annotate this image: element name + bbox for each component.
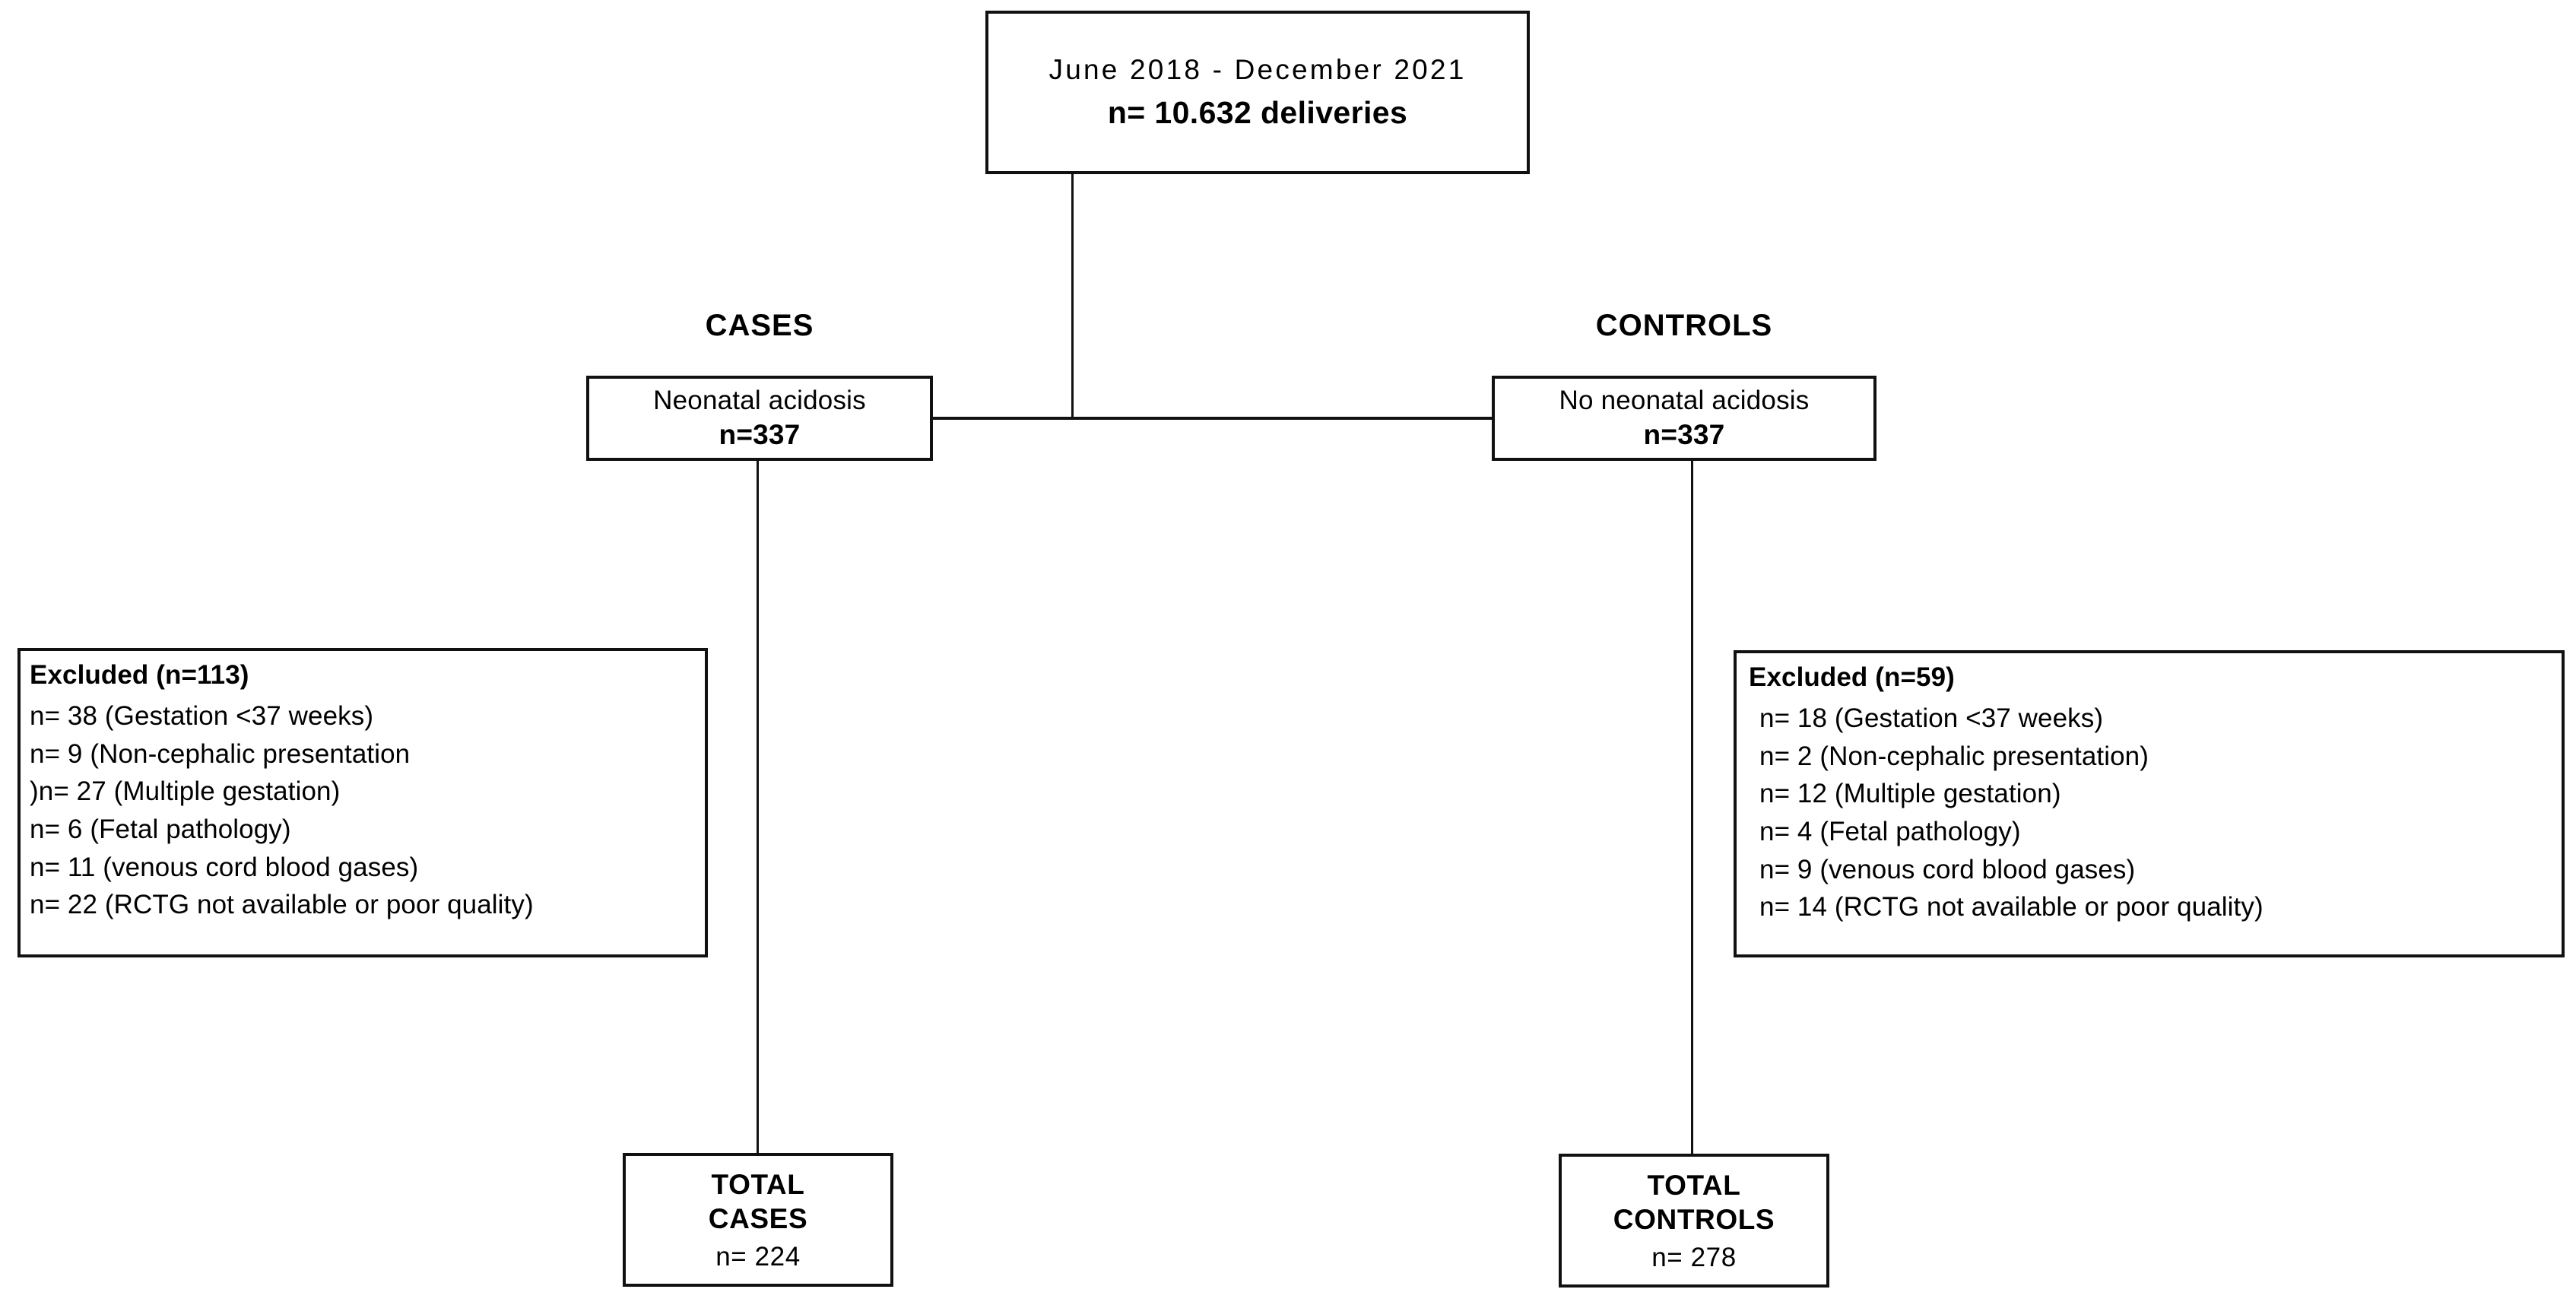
connector-enrollment-to-split bbox=[1071, 174, 1074, 420]
excluded-controls-item: n= 9 (venous cord blood gases) bbox=[1759, 854, 2136, 884]
controls-node: No neonatal acidosis n=337 bbox=[1492, 376, 1876, 461]
connector-controls-to-total bbox=[1691, 459, 1693, 1155]
cases-node-count: n=337 bbox=[719, 419, 801, 450]
excluded-controls-title: Excluded (n=59) bbox=[1749, 662, 1955, 692]
total-cases-title-line2: CASES bbox=[708, 1203, 808, 1234]
total-cases-title-line1: TOTAL bbox=[711, 1168, 805, 1200]
excluded-controls-item: n= 4 (Fetal pathology) bbox=[1759, 817, 2021, 847]
excluded-controls-item: n= 12 (Multiple gestation) bbox=[1759, 779, 2061, 809]
cases-group-label: CASES bbox=[705, 309, 814, 342]
total-cases-count: n= 224 bbox=[715, 1242, 801, 1272]
connector-split-bar bbox=[931, 417, 1493, 420]
total-cases-box: TOTAL CASES n= 224 bbox=[623, 1153, 893, 1287]
excluded-controls-box: Excluded (n=59) n= 18 (Gestation <37 wee… bbox=[1734, 650, 2565, 957]
excluded-cases-list: n= 38 (Gestation <37 weeks) n= 9 (Non-ce… bbox=[30, 697, 534, 924]
enrollment-box: June 2018 - December 2021 n= 10.632 deli… bbox=[985, 11, 1530, 174]
cases-node-title: Neonatal acidosis bbox=[653, 386, 866, 415]
excluded-controls-item: n= 14 (RCTG not available or poor qualit… bbox=[1759, 892, 2264, 922]
excluded-cases-item: n= 22 (RCTG not available or poor qualit… bbox=[30, 890, 534, 920]
excluded-cases-item: )n= 27 (Multiple gestation) bbox=[30, 776, 341, 807]
total-controls-count: n= 278 bbox=[1651, 1243, 1737, 1273]
enrollment-count: n= 10.632 deliveries bbox=[1107, 95, 1408, 130]
excluded-controls-item: n= 18 (Gestation <37 weeks) bbox=[1759, 703, 2104, 733]
controls-node-count: n=337 bbox=[1643, 419, 1725, 450]
excluded-cases-title: Excluded (n=113) bbox=[30, 660, 249, 690]
total-controls-box: TOTAL CONTROLS n= 278 bbox=[1559, 1154, 1829, 1288]
total-controls-title-line1: TOTAL bbox=[1647, 1169, 1741, 1201]
cases-node: Neonatal acidosis n=337 bbox=[586, 376, 933, 461]
controls-group-label: CONTROLS bbox=[1595, 309, 1773, 342]
enrollment-period: June 2018 - December 2021 bbox=[1048, 54, 1467, 85]
excluded-cases-item: n= 38 (Gestation <37 weeks) bbox=[30, 701, 374, 731]
excluded-cases-box: Excluded (n=113) n= 38 (Gestation <37 we… bbox=[17, 648, 708, 957]
total-controls-title-line2: CONTROLS bbox=[1613, 1204, 1775, 1235]
excluded-cases-item: n= 6 (Fetal pathology) bbox=[30, 814, 291, 845]
connector-cases-to-total bbox=[757, 459, 759, 1154]
excluded-cases-item: n= 9 (Non-cephalic presentation bbox=[30, 738, 411, 769]
excluded-controls-list: n= 18 (Gestation <37 weeks) n= 2 (Non-ce… bbox=[1749, 700, 2264, 926]
excluded-controls-item: n= 2 (Non-cephalic presentation) bbox=[1759, 741, 2149, 771]
controls-node-title: No neonatal acidosis bbox=[1559, 386, 1810, 415]
excluded-cases-item: n= 11 (venous cord blood gases) bbox=[30, 852, 419, 882]
